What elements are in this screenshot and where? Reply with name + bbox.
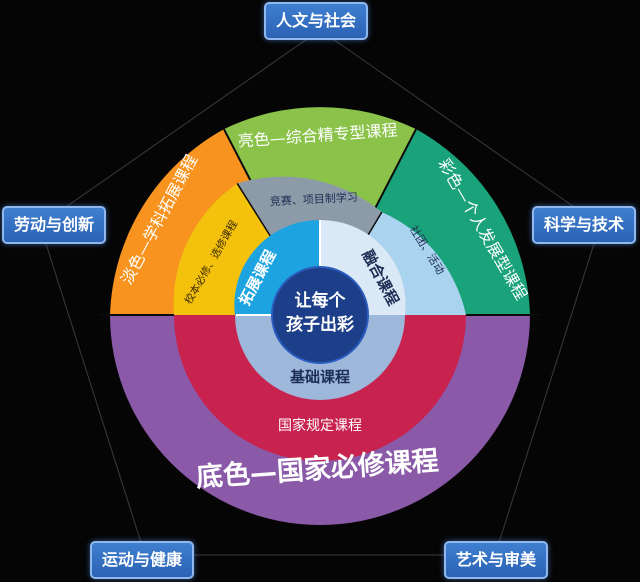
center-line-1: 让每个 [295, 290, 347, 311]
tag-labor-innovation: 劳动与创新 [2, 206, 107, 244]
middle-label-bottom: 国家规定课程 [278, 417, 362, 434]
tag-humanities-society: 人文与社会 [264, 2, 369, 40]
pentagon-outline [39, 29, 601, 556]
center-circle [271, 266, 369, 364]
inner-label-bottom: 基础课程 [289, 368, 350, 386]
center-line-2: 孩子出彩 [286, 314, 354, 335]
tag-arts-aesthetics: 艺术与审美 [444, 541, 549, 579]
tag-science-technology: 科学与技术 [532, 206, 637, 244]
tag-sports-health: 运动与健康 [90, 541, 195, 579]
middle-label-top: 竞赛、项目制学习 [269, 190, 358, 209]
